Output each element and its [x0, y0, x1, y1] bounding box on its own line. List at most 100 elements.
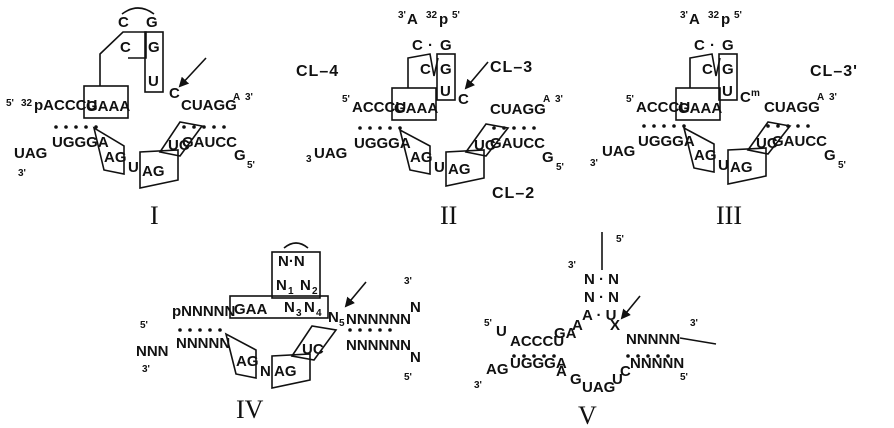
I-AG2: AG	[142, 163, 165, 180]
III-box-ag	[682, 126, 715, 173]
III-C: C	[702, 61, 713, 78]
V-U-bottom: U	[612, 371, 623, 388]
II-top-5prime: 5'	[452, 10, 460, 21]
III-top-5prime: 5'	[734, 10, 742, 21]
label-V: V	[578, 401, 597, 428]
III-UAG: UAG	[602, 143, 635, 160]
V-top-3prime: 3'	[568, 260, 576, 271]
V-right-line	[679, 337, 717, 345]
II-GAAA: GAAA	[394, 100, 438, 117]
II-5prime: 5'	[342, 94, 350, 105]
II-GAUCC: GAUCC	[490, 135, 545, 152]
V-cleavage-arrow	[620, 295, 641, 320]
V-X: X	[610, 317, 620, 334]
label-II: II	[440, 201, 457, 230]
II-top-p: p	[439, 11, 448, 28]
IV-N4: N	[304, 299, 315, 316]
IV-loop-arc	[283, 242, 309, 249]
II-box-uc	[464, 123, 510, 157]
V-NN-2: N · N	[584, 289, 619, 306]
I-bottom-5prime: 5'	[247, 160, 255, 171]
IV-N5: N	[328, 309, 339, 326]
IV-right-strand: NNNNNN	[346, 311, 411, 328]
I-C: C	[120, 39, 131, 56]
III-AG: AG	[694, 147, 717, 164]
IV-cleavage-arrow	[344, 281, 367, 308]
III-bottom-3prime: 3'	[590, 158, 598, 169]
label-I: I	[150, 201, 159, 230]
II-box-gaaa	[391, 87, 437, 121]
I-pair-dots-right	[182, 125, 226, 129]
structure-III: 3' A 32 p 5' C · G CL–3' 5' ACCCU GAAA C…	[590, 10, 857, 230]
IV-right-bottom-N: N	[410, 349, 421, 366]
V-A-bottom: A	[556, 363, 567, 380]
IV-NNNNN: NNNNN	[176, 335, 230, 352]
IV-bottom-5prime: 5'	[404, 372, 412, 383]
II-AG2: AG	[448, 161, 471, 178]
IV-sub5: 5	[339, 318, 345, 329]
II-U2: U	[434, 159, 445, 176]
V-UGGGA: UGGGA	[510, 355, 567, 372]
II-pair-dots-left	[358, 126, 402, 130]
V-C-bottom: C	[620, 363, 631, 380]
III-5prime: 5'	[626, 94, 634, 105]
II-A: A	[543, 94, 550, 105]
label-CL3: CL–3	[490, 59, 533, 76]
I-box-c-stem	[99, 31, 147, 86]
V-right-bottom: NNNNN	[630, 355, 684, 372]
III-G: G	[722, 61, 734, 78]
label-CL4: CL–4	[296, 63, 339, 80]
III-G-end: G	[824, 147, 836, 164]
I-A: A	[233, 92, 240, 103]
I-3prime: 3'	[245, 92, 253, 103]
IV-bottom-3prime: 3'	[142, 364, 150, 375]
I-32: 32	[21, 98, 33, 109]
II-top-32: 32	[426, 10, 438, 21]
I-GAUCC: GAUCC	[182, 134, 237, 151]
IV-3prime: 3'	[404, 276, 412, 287]
III-top-A: A	[689, 11, 700, 28]
I-UC: UC	[168, 137, 190, 154]
I-box-gaaa	[83, 85, 129, 119]
I-U: U	[148, 73, 159, 90]
III-top-C: C	[694, 37, 705, 54]
IV-sub1: 1	[288, 286, 294, 297]
V-AG: AG	[486, 361, 509, 378]
III-m: m	[751, 88, 760, 99]
IV-NNN: NNN	[136, 343, 169, 360]
I-G: G	[148, 39, 160, 56]
II-cleavage-arrow	[464, 61, 489, 90]
III-pair-dots-left	[642, 124, 686, 128]
I-loop-C: C	[118, 14, 129, 31]
I-bottom-3prime: 3'	[18, 168, 26, 179]
III-UC: UC	[756, 135, 778, 152]
II-box-gu	[436, 53, 456, 101]
structure-I: 5' 32 pACCCU GAAA C C G G U C CUAGG A 3'…	[6, 7, 255, 230]
IV-5prime: 5'	[140, 320, 148, 331]
II-UAG: UAG	[314, 145, 347, 162]
III-top-dot: ·	[710, 37, 715, 54]
I-G-end: G	[234, 147, 246, 164]
structure-II: 3' A 32 p 5' C · G CL–4 CL–3 5' ACCCU GA…	[296, 10, 564, 230]
V-bottom-3prime: 3'	[474, 380, 482, 391]
II-AG: AG	[410, 149, 433, 166]
II-C: C	[420, 61, 431, 78]
III-top-p: p	[721, 11, 730, 28]
II-top-A: A	[407, 11, 418, 28]
V-A: A	[572, 317, 583, 334]
I-cleavage-arrow	[178, 57, 207, 88]
II-top-dot: ·	[428, 37, 433, 54]
label-IV: IV	[236, 395, 264, 424]
III-CUAGG: CUAGG	[764, 99, 820, 116]
III-top-32: 32	[708, 10, 720, 21]
III-UGGGA: UGGGA	[638, 133, 695, 150]
III-A: A	[817, 92, 824, 103]
IV-N3: N	[284, 299, 295, 316]
IV-pair-dots-left	[178, 328, 222, 332]
I-5prime: 5'	[6, 98, 14, 109]
III-bottom-5prime: 5'	[838, 160, 846, 171]
II-G-end: G	[542, 149, 554, 166]
I-box-uc	[158, 121, 204, 157]
II-C2: C	[458, 91, 469, 108]
